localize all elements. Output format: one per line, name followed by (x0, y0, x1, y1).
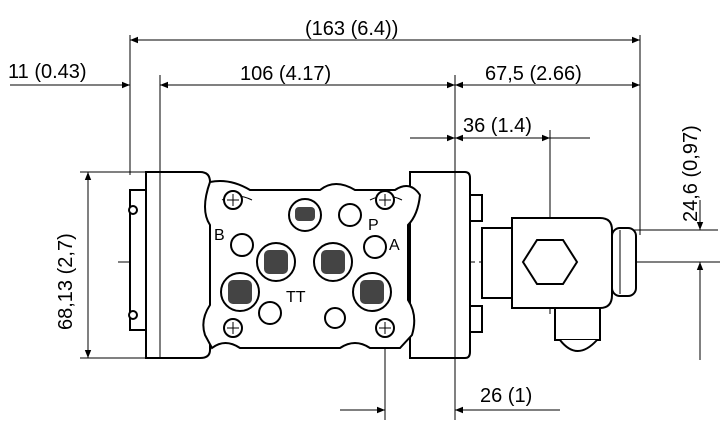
left-flange (128, 171, 211, 359)
port-p-label: P (368, 217, 379, 234)
left-offset-label: 11 (0.43) (8, 61, 87, 83)
overall-length-label: (163 (6.4)) (305, 18, 398, 40)
right-height-label: 24,6 (0,97) (680, 125, 702, 222)
port-t-label: TT (286, 289, 306, 306)
bolt-holes (223, 190, 395, 338)
right-flange (409, 171, 483, 359)
left-height-label: 68,13 (2,7) (55, 233, 77, 330)
port-b-label: B (214, 227, 225, 244)
bottom-offset-label: 26 (1) (480, 385, 532, 407)
right-length-label: 67,5 (2.66) (485, 63, 582, 85)
threaded-ports (220, 198, 392, 312)
mid-offset-label: 36 (1.4) (463, 115, 532, 137)
actuator (481, 217, 637, 352)
center-length-label: 106 (4.17) (240, 63, 331, 85)
dimension-lines (10, 36, 704, 414)
port-a-label: A (389, 237, 400, 254)
